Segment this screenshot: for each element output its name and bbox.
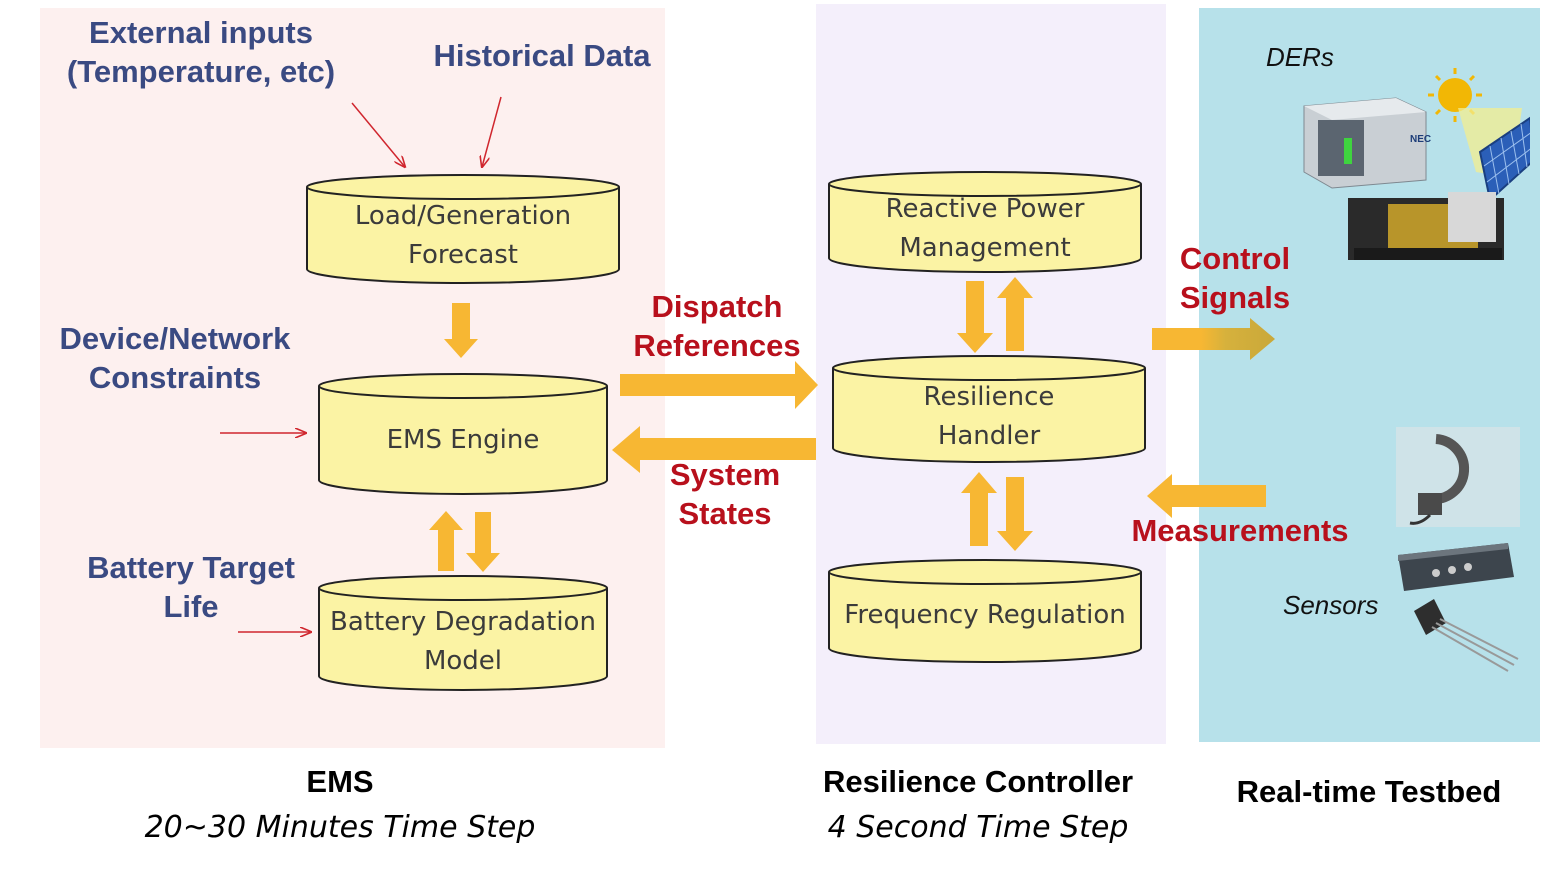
battery-down-arrow	[466, 512, 500, 572]
testbed-title: Real-time Testbed	[1236, 774, 1502, 809]
der-equipment-illustration: NEC	[1303, 68, 1530, 260]
ems-title: EMS	[306, 764, 374, 799]
external-inputs-label: External inputs(Temperature, etc)	[66, 15, 336, 89]
ders-label: DERs	[1266, 42, 1334, 72]
system-states-arrow	[612, 426, 816, 473]
nec-logo: NEC	[1410, 134, 1431, 145]
ems-engine-label: EMS Engine	[386, 425, 540, 455]
external-input-arrow	[351, 102, 405, 167]
battery-up-arrow	[429, 511, 463, 571]
ems-engine-cylinder	[318, 373, 608, 495]
sensors-illustration	[1396, 427, 1520, 672]
power-meter-icon	[1398, 543, 1514, 591]
generator-icon	[1348, 192, 1504, 260]
ems-subtitle: 20~30 Minutes Time Step	[144, 810, 536, 845]
frequency-regulation-label: Frequency Regulation	[844, 600, 1126, 630]
resilience-controller-subtitle: 4 Second Time Step	[827, 810, 1129, 845]
frequency-down-arrow	[997, 477, 1033, 551]
reactive-up-arrow	[997, 277, 1033, 351]
battery-model-cylinder	[318, 575, 608, 691]
reactive-power-cylinder	[828, 171, 1142, 273]
historical-data-arrow	[482, 96, 502, 167]
solar-panel-icon	[1478, 116, 1530, 202]
resilience-controller-title: Resilience Controller	[822, 764, 1134, 799]
forecast-to-engine-arrow	[444, 303, 478, 358]
forecast-cylinder	[306, 174, 620, 284]
reactive-down-arrow	[957, 281, 993, 353]
sensors-label: Sensors	[1283, 590, 1379, 620]
frequency-up-arrow	[961, 472, 997, 546]
temperature-sensor-icon	[1414, 599, 1519, 672]
resilience-handler-cylinder	[832, 355, 1146, 463]
current-clamp-icon	[1409, 434, 1470, 525]
frequency-regulation-cylinder	[828, 559, 1142, 663]
measurements-label: Measurements	[1131, 513, 1349, 548]
historical-data-label: Historical Data	[433, 38, 651, 73]
control-signals-arrow	[1152, 318, 1275, 360]
dispatch-arrow	[620, 361, 818, 409]
measurements-arrow	[1147, 474, 1266, 518]
inverter-cabinet-icon: NEC	[1303, 97, 1431, 189]
